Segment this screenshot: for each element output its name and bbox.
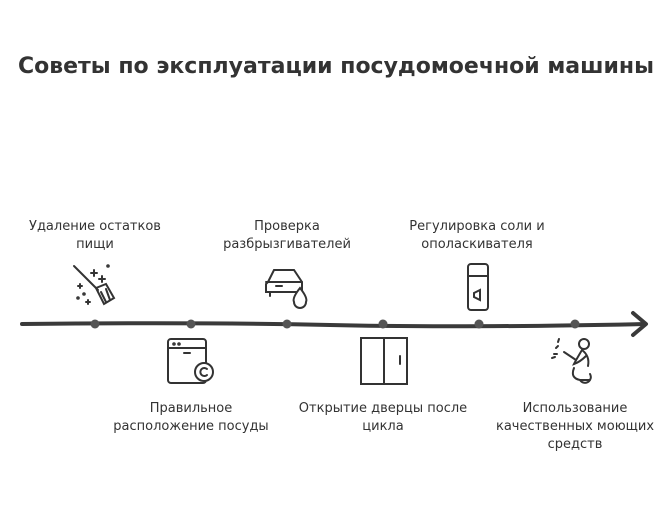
door-icon xyxy=(360,337,408,385)
step-label-4: Открытие дверцы после цикла xyxy=(298,401,468,434)
car-drop-icon xyxy=(265,269,308,309)
timeline-dot xyxy=(186,319,196,329)
dishwasher-icon xyxy=(167,338,214,384)
step-label-6: Использование качественных моющих средст… xyxy=(495,401,655,452)
step-label-2: Правильное расположение посуды xyxy=(113,401,269,434)
step-label-3: Проверка разбрызгивателей xyxy=(223,219,351,252)
broom-icon xyxy=(73,264,116,306)
timeline-dot xyxy=(570,319,580,329)
timeline-dot xyxy=(474,319,484,329)
timeline-dot xyxy=(90,319,100,329)
person-spray-icon xyxy=(551,338,592,384)
timeline-dot xyxy=(378,319,388,329)
dispenser-icon xyxy=(467,263,489,311)
step-label-5: Регулировка соли и ополаскивателя xyxy=(409,219,545,252)
step-label-1: Удаление остатков пищи xyxy=(29,219,161,252)
arrow-head xyxy=(631,311,648,337)
diagram-title: Советы по эксплуатации посудомоечной маш… xyxy=(17,54,655,79)
timeline-dot xyxy=(282,319,292,329)
